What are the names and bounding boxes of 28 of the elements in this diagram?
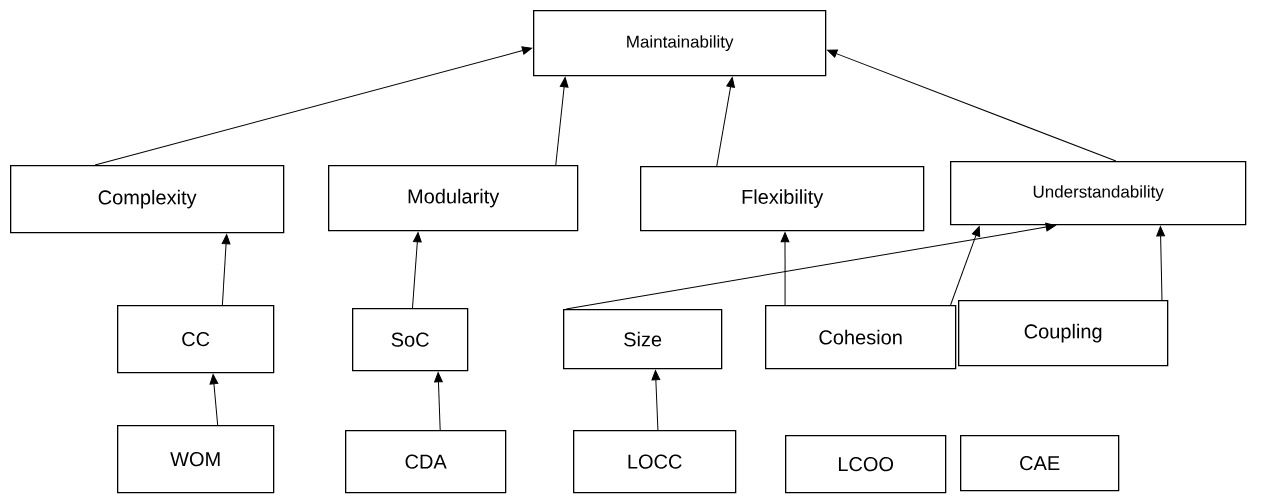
box: LOCC bbox=[573, 430, 737, 494]
arrow bbox=[1156, 226, 1165, 301]
arrow bbox=[651, 370, 661, 431]
box: Size bbox=[563, 309, 723, 370]
arrow bbox=[434, 372, 443, 431]
box: CAE bbox=[960, 435, 1120, 492]
arrow bbox=[412, 232, 422, 309]
box: Flexibility bbox=[640, 166, 925, 232]
arrow bbox=[565, 222, 1056, 310]
box: WOM bbox=[117, 425, 275, 494]
box: CDA bbox=[345, 430, 507, 494]
arrow bbox=[950, 226, 981, 306]
arrow bbox=[827, 49, 1117, 162]
box: LCOO bbox=[785, 435, 947, 494]
arrow bbox=[94, 46, 533, 166]
arrow bbox=[780, 232, 790, 306]
arrow bbox=[209, 374, 219, 426]
box: Coupling bbox=[958, 300, 1169, 367]
box: SoC bbox=[352, 308, 469, 372]
arrow bbox=[716, 77, 735, 167]
arrow bbox=[555, 77, 569, 166]
box: Understandability bbox=[950, 161, 1247, 226]
box: Complexity bbox=[10, 165, 285, 234]
box: Maintainability bbox=[533, 10, 827, 77]
box: Cohesion bbox=[765, 305, 957, 370]
box: Modularity bbox=[328, 165, 579, 232]
arrow bbox=[221, 234, 231, 306]
box: CC bbox=[117, 305, 275, 374]
